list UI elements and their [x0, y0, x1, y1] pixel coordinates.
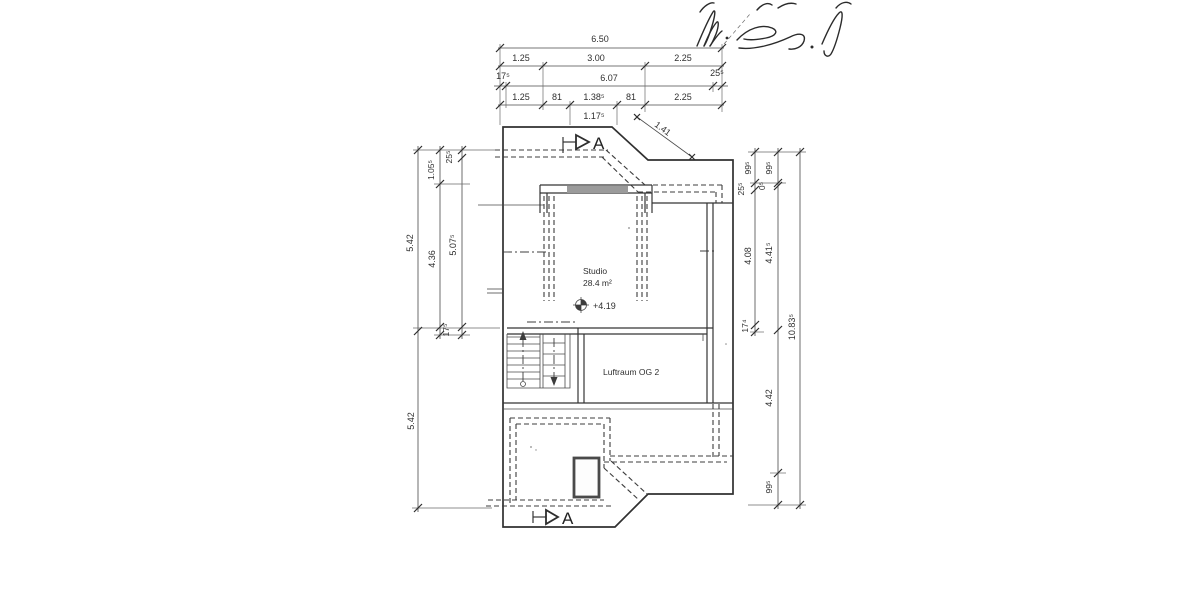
stair-walk-line: [519, 331, 558, 387]
dim-right-m3: 4.41⁵: [764, 242, 774, 264]
dim-right-m1: 99⁵: [764, 162, 774, 175]
dim-top-r3a: 17⁵: [496, 71, 510, 81]
dim-right-m4: 4.42: [764, 389, 774, 407]
right-dimension-lines: 99⁵ 25⁵ 4.08 17⁴ 99⁵ 0⁵ 4.41⁵ 4.42 99⁵ 1…: [736, 147, 806, 510]
section-letter-top: A: [593, 134, 605, 153]
dim-top-r2a: 1.25: [512, 53, 530, 63]
dim-left-mid-top: 1.05⁵: [426, 160, 436, 180]
dim-left-mid-main: 4.36: [427, 250, 437, 268]
dim-top-r3c: 25⁵: [710, 68, 724, 78]
wall-hatch-band: [567, 186, 628, 193]
scan-specks: [530, 227, 727, 451]
dim-top-r4d: 81: [626, 92, 636, 102]
top-dimension-lines: 6.50 1.25 3.00 2.25 17⁵ 6.07 25⁵ 1.25 81…: [494, 13, 751, 161]
staircase: [506, 321, 576, 389]
studio-walls: [503, 184, 716, 301]
section-letter-bottom: A: [562, 509, 574, 528]
dim-diagonal: 1.41: [653, 119, 673, 137]
building-outline: [478, 126, 734, 528]
dim-right-m5: 99⁵: [764, 481, 774, 494]
dim-left-inner-main: 5.07⁵: [448, 234, 458, 256]
dim-left-outer-top: 5.42: [405, 234, 415, 252]
section-marker-a-top: A: [562, 133, 605, 153]
dim-right-outer-total: 10.83⁵: [787, 314, 797, 341]
void-name: Luftraum OG 2: [603, 367, 659, 377]
section-arrow-icon: [575, 133, 591, 151]
stair-down-arrow: [550, 377, 558, 386]
section-arrow-icon: [545, 508, 560, 526]
dim-top-total: 6.50: [591, 34, 609, 44]
left-dimension-lines: 5.42 5.42 1.05⁵ 4.36 17⁵ 25⁵ 5.07⁵: [405, 145, 500, 513]
level-marker-icon: [573, 297, 589, 313]
stair-up-arrow: [519, 331, 527, 340]
section-marker-a-bottom: A: [532, 508, 574, 528]
dim-top-r4a: 1.25: [512, 92, 530, 102]
studio-area: 28.4 m²: [583, 278, 612, 288]
chimney: [572, 456, 601, 499]
room-labels: Studio 28.4 m² +4.19 Luftraum OG 2: [573, 266, 659, 377]
dim-top-r4c: 1.38⁵: [583, 92, 605, 102]
dim-left-mid-bottom: 17⁵: [441, 324, 451, 337]
dim-top-r4b: 81: [552, 92, 562, 102]
dim-right-i1: 99⁵: [743, 162, 753, 175]
studio-level: +4.19: [593, 301, 616, 311]
dim-top-r2c: 2.25: [674, 53, 692, 63]
roof-dashed-lines-bottom: [486, 404, 733, 507]
dim-top-r4e: 2.25: [674, 92, 692, 102]
diagonal-dimension: [633, 113, 696, 161]
dim-top-r3b: 6.07: [600, 73, 618, 83]
void-walls: [507, 203, 714, 403]
dimension-ticks: [495, 43, 727, 110]
dim-right-i2: 25⁵: [736, 183, 746, 196]
dim-top-sub: 1.17⁵: [583, 111, 605, 121]
roof-dashed-lines-top: [495, 149, 723, 203]
handwritten-signature: [696, 1, 852, 57]
dim-top-r2b: 3.00: [587, 53, 605, 63]
dim-right-i4: 17⁴: [740, 319, 750, 332]
dim-right-i3: 4.08: [743, 247, 753, 265]
dim-left-outer-bottom: 5.42: [406, 412, 416, 430]
knee-wall-dashed: [543, 196, 648, 301]
dim-left-inner-top: 25⁵: [444, 151, 454, 164]
dim-right-m2: 0⁵: [757, 182, 767, 190]
studio-name: Studio: [583, 266, 607, 276]
